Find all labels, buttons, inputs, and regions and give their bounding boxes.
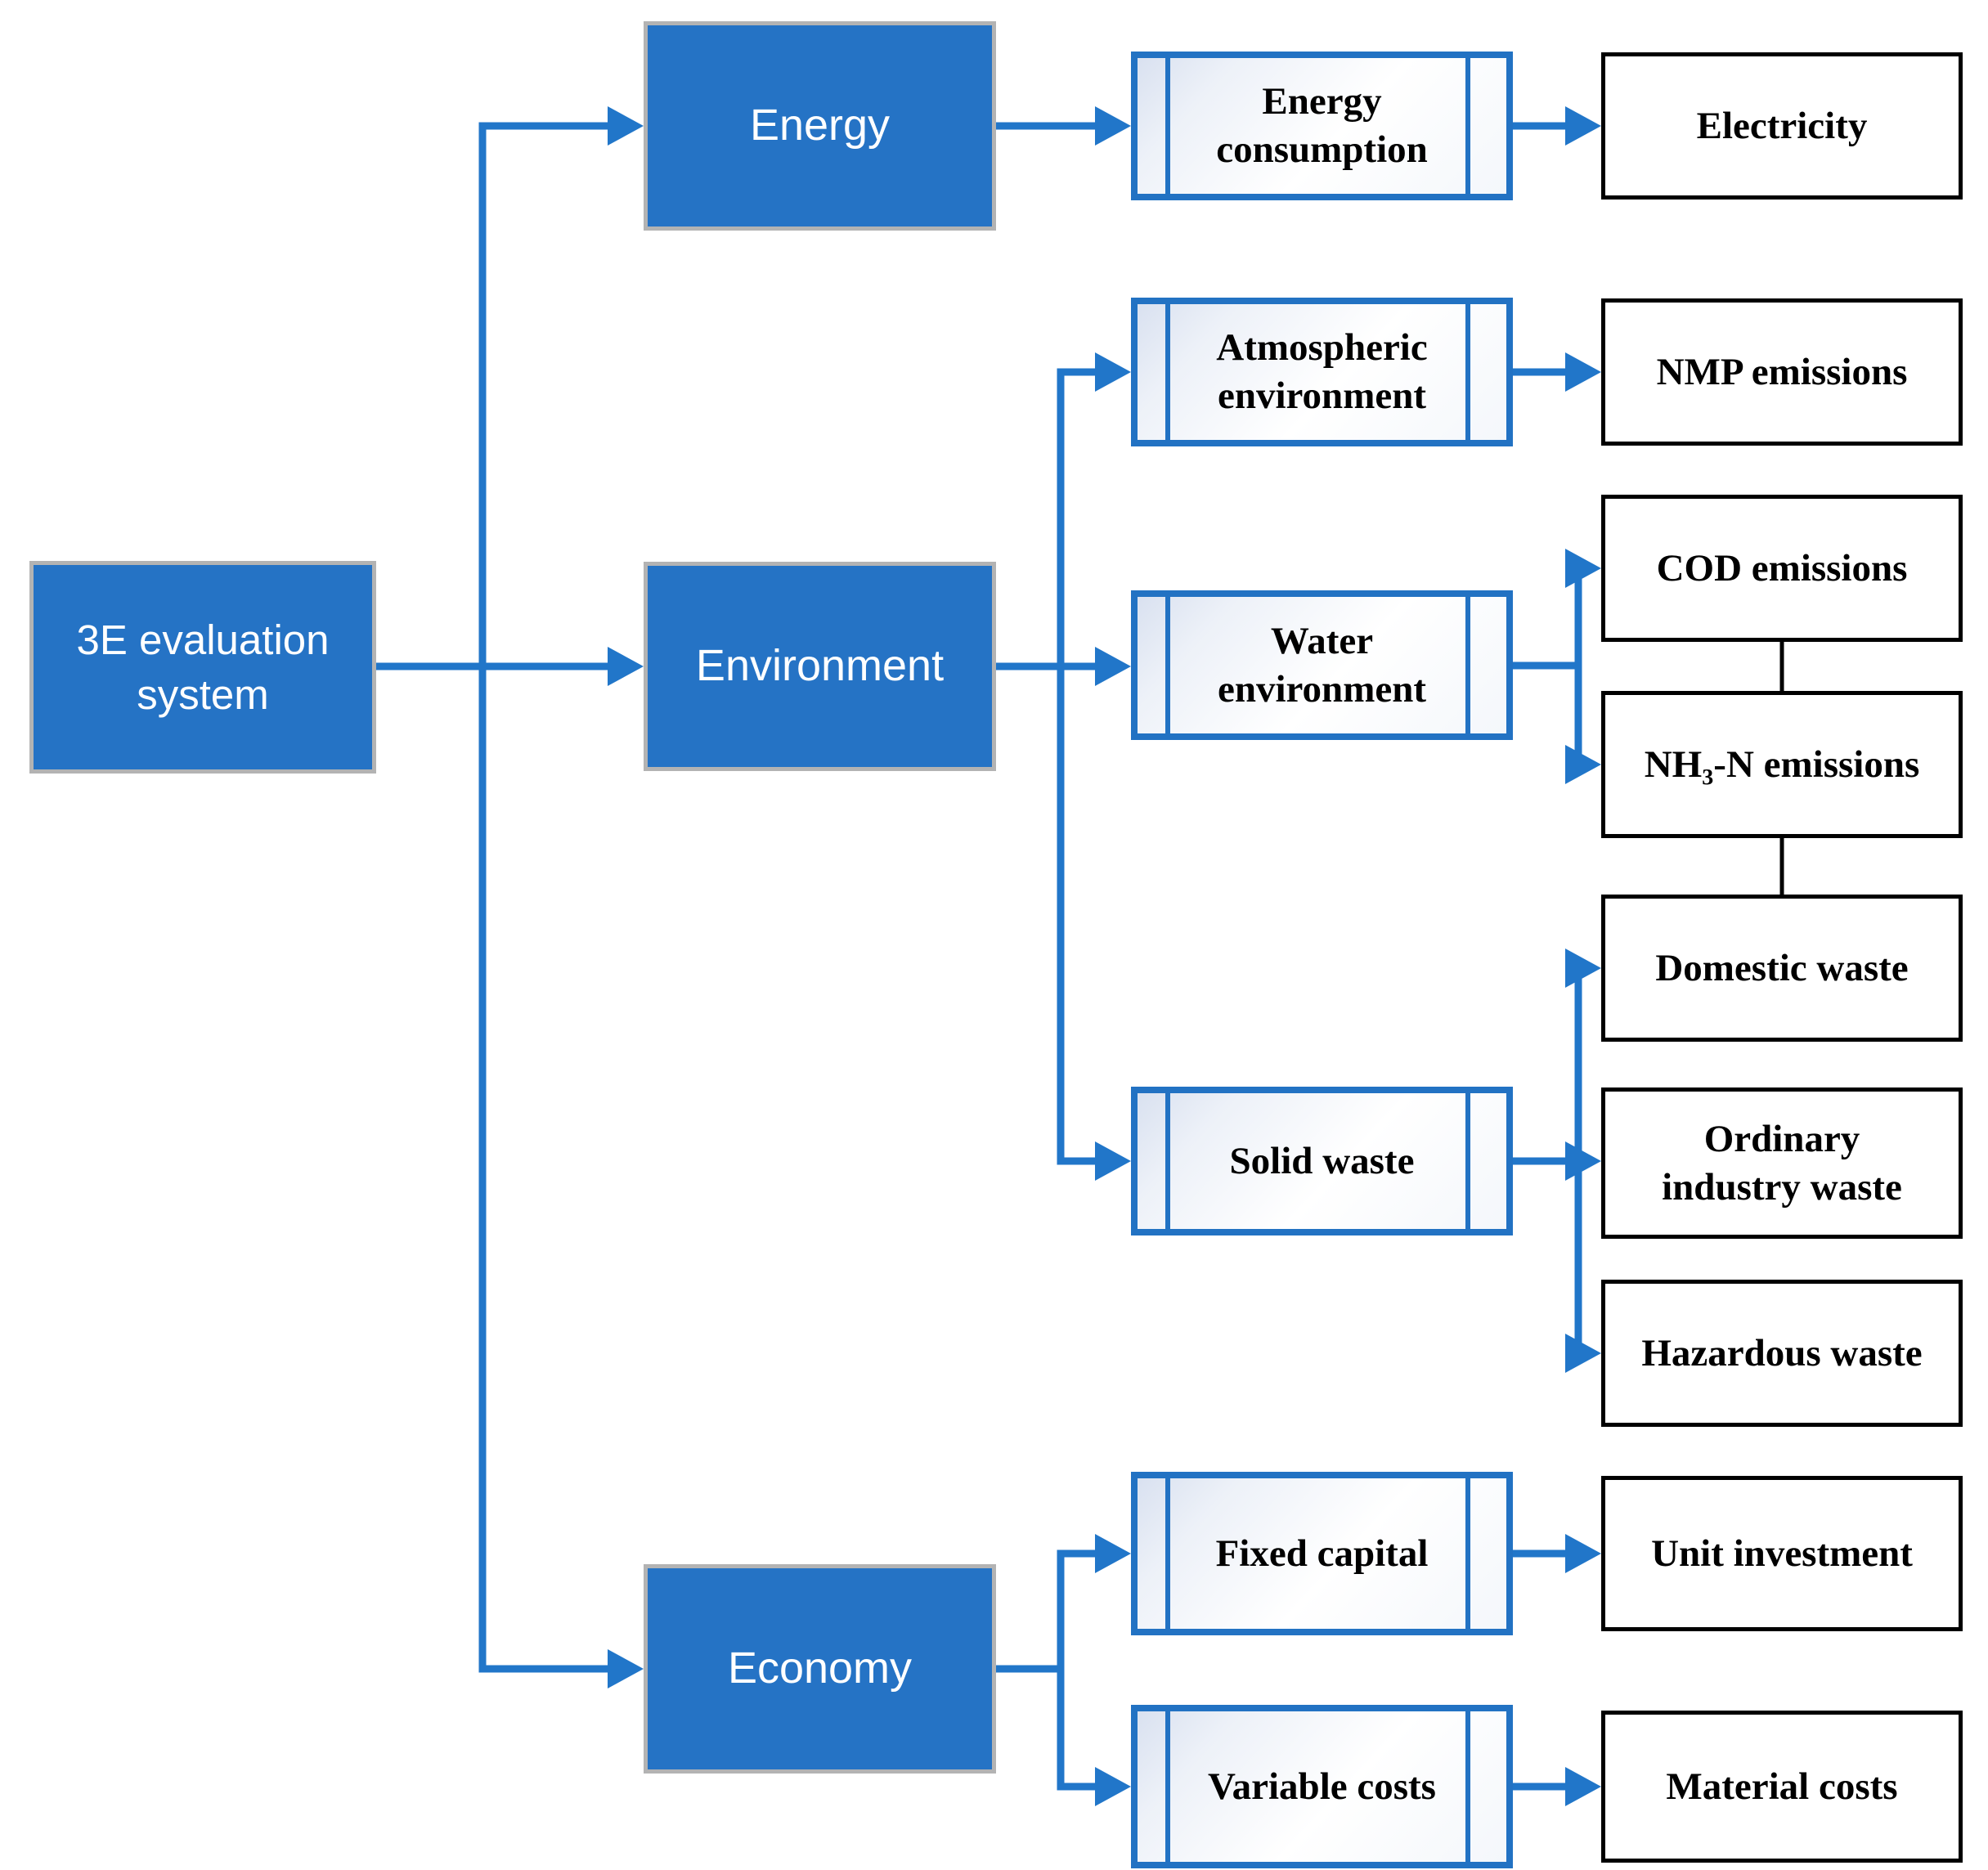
node-energy-consumption-label: Energy consumption (1216, 80, 1428, 171)
node-nmp-emissions: NMP emissions (1601, 298, 1963, 446)
node-fixed-capital-label: Fixed capital (1215, 1531, 1429, 1575)
process-side-bar (1465, 1711, 1470, 1862)
process-side-bar (1465, 1478, 1470, 1629)
node-ordinary-industry-waste-label: Ordinary industry waste (1662, 1117, 1902, 1209)
node-nh3n-emissions: NH₃-N emissions (1601, 691, 1963, 838)
node-atmospheric-environment-label: Atmospheric environment (1216, 326, 1428, 417)
node-environment-label: Environment (695, 641, 945, 691)
node-variable-costs-label: Variable costs (1208, 1765, 1436, 1808)
process-side-bar (1465, 1093, 1470, 1229)
process-side-bar (1165, 597, 1170, 733)
node-energy-label: Energy (749, 101, 891, 150)
process-side-bar (1465, 304, 1470, 440)
node-domestic-waste-label: Domestic waste (1655, 946, 1909, 989)
node-variable-costs: Variable costs (1131, 1705, 1513, 1868)
connector-energy-consumption-to-electricity (1513, 106, 1601, 146)
node-energy: Energy (644, 21, 996, 231)
node-3e-evaluation-system: 3E evaluation system (29, 561, 376, 774)
node-economy-label: Economy (727, 1644, 913, 1693)
node-unit-investment: Unit investment (1601, 1476, 1963, 1631)
node-ordinary-industry-waste: Ordinary industry waste (1601, 1087, 1963, 1239)
connector-solid-waste-branch (1513, 948, 1601, 1373)
process-side-bar (1165, 1093, 1170, 1229)
process-side-bar (1165, 58, 1170, 194)
node-solid-waste: Solid waste (1131, 1087, 1513, 1235)
node-electricity-label: Electricity (1696, 104, 1868, 147)
node-water-environment-label: Water environment (1217, 619, 1426, 711)
node-domestic-waste: Domestic waste (1601, 895, 1963, 1042)
connector-energy-to-energy-consumption (996, 106, 1131, 146)
node-cod-emissions-label: COD emissions (1656, 546, 1908, 590)
node-atmospheric-environment: Atmospheric environment (1131, 298, 1513, 446)
process-side-bar (1465, 58, 1470, 194)
connector-water-branch (1513, 549, 1601, 784)
node-material-costs: Material costs (1601, 1711, 1963, 1863)
node-electricity: Electricity (1601, 52, 1963, 200)
node-hazardous-waste: Hazardous waste (1601, 1280, 1963, 1427)
connector-atmospheric-to-nmp (1513, 352, 1601, 392)
node-hazardous-waste-label: Hazardous waste (1641, 1331, 1923, 1374)
node-fixed-capital: Fixed capital (1131, 1472, 1513, 1635)
node-nh3n-emissions-label: NH₃-N emissions (1644, 742, 1920, 786)
connector-variable-costs-to-material-costs (1513, 1767, 1601, 1806)
node-energy-consumption: Energy consumption (1131, 52, 1513, 200)
connector-environment-branch (996, 352, 1131, 1181)
node-water-environment: Water environment (1131, 590, 1513, 740)
node-economy: Economy (644, 1564, 996, 1774)
node-material-costs-label: Material costs (1666, 1765, 1898, 1808)
process-side-bar (1165, 1478, 1170, 1629)
connector-fixed-capital-to-unit-investment (1513, 1534, 1601, 1573)
node-nmp-emissions-label: NMP emissions (1656, 350, 1908, 393)
process-side-bar (1165, 1711, 1170, 1862)
node-environment: Environment (644, 562, 996, 771)
node-3e-evaluation-system-label: 3E evaluation system (76, 616, 330, 718)
node-solid-waste-label: Solid waste (1229, 1139, 1415, 1182)
process-side-bar (1165, 304, 1170, 440)
connector-economy-branch (996, 1534, 1131, 1806)
node-cod-emissions: COD emissions (1601, 495, 1963, 642)
connector-root-trunk (376, 106, 644, 1688)
node-unit-investment-label: Unit investment (1651, 1531, 1913, 1575)
process-side-bar (1465, 597, 1470, 733)
